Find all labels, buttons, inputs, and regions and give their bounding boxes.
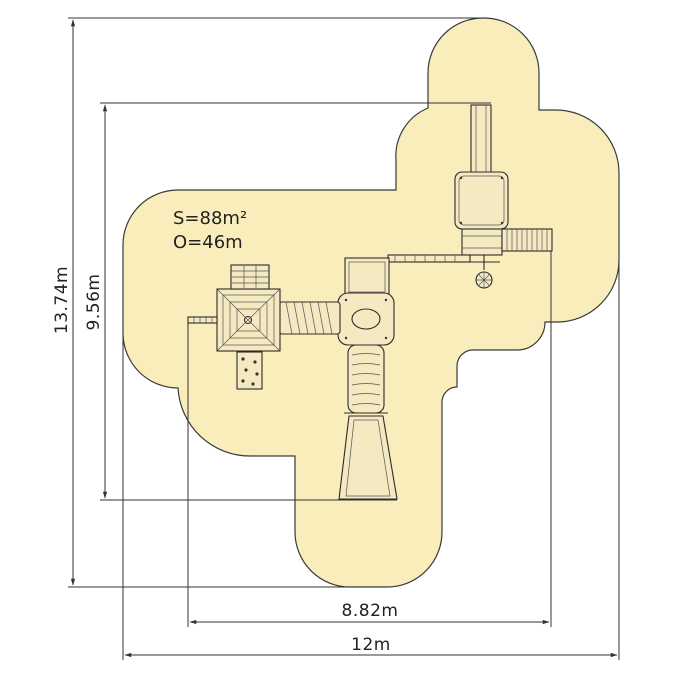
tube-slide [344,344,388,414]
label-perimeter: O=46m [173,232,243,253]
spinner [467,255,500,289]
middle-tower [337,292,395,346]
side-bar [187,316,218,324]
equipment-layout [187,104,553,500]
wide-slide [338,415,398,500]
crawl-tunnel [278,301,341,335]
rope-bridge [387,254,471,263]
left-house-tower [216,288,281,352]
middle-tower-connector [344,257,390,297]
label-outer-width: 12m [351,635,391,655]
label-surface-area: S=88m² [173,208,247,229]
right-stairs [501,228,553,252]
climbing-wall [236,351,263,390]
label-outer-height: 13.74m [52,266,72,334]
top-tower [454,171,509,256]
house-ladder [230,264,270,290]
label-equipment-width: 8.82m [342,601,399,621]
label-equipment-height: 9.56m [84,274,104,331]
top-slide [470,104,492,178]
